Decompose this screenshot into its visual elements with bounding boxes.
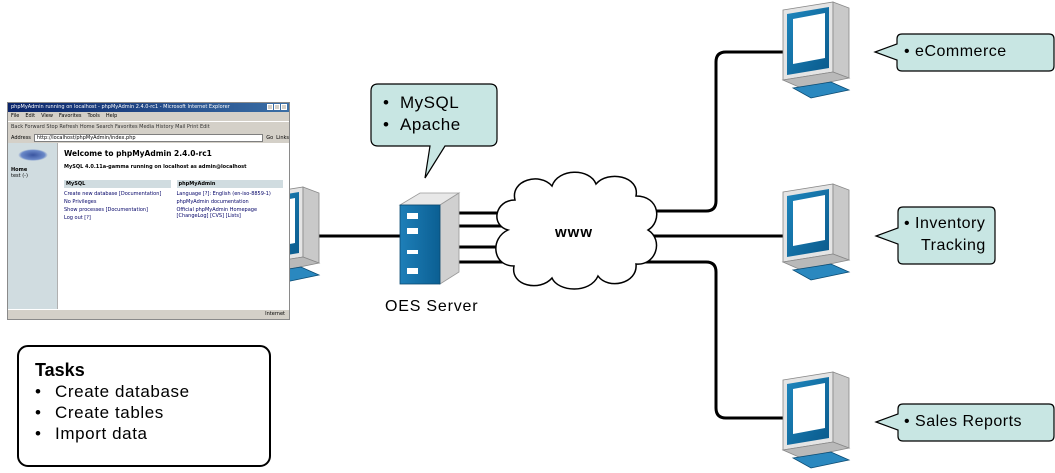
pma-heading: Welcome to phpMyAdmin 2.4.0-rc1 bbox=[64, 149, 212, 158]
menu-help: Help bbox=[105, 113, 118, 119]
server-callout-item: Apache bbox=[383, 114, 461, 136]
inventory-callout-bubble bbox=[874, 206, 996, 265]
inventory-monitor-icon bbox=[781, 183, 851, 281]
pma-item: Official phpMyAdmin Homepage [ChangeLog]… bbox=[176, 207, 258, 219]
inventory-callout-line: Tracking bbox=[921, 237, 986, 254]
phpmyadmin-browser-window: phpMyAdmin running on localhost - phpMyA… bbox=[7, 102, 290, 320]
ecommerce-callout: • eCommerce bbox=[904, 41, 1007, 63]
pma-subheading: MySQL 4.0.11a-gamma running on localhost… bbox=[64, 164, 247, 170]
pma-left-frame: Home test (-) bbox=[8, 143, 58, 310]
browser-addressbar: Address http://localhost/phpMyAdmin/inde… bbox=[8, 133, 289, 143]
ecommerce-monitor-icon bbox=[781, 1, 851, 99]
server-callout: MySQL Apache bbox=[383, 92, 461, 136]
sales-callout-bubble bbox=[874, 403, 1055, 442]
link-sales bbox=[640, 260, 784, 420]
go-button: Go bbox=[266, 135, 274, 141]
menu-edit: Edit bbox=[25, 113, 36, 119]
link-ecommerce bbox=[640, 50, 784, 213]
browser-menubar: File Edit View Favorites Tools Help bbox=[8, 112, 289, 121]
sales-callout-text: • Sales Reports bbox=[904, 413, 1023, 430]
task-item: Import data bbox=[35, 423, 269, 444]
tasks-box: Tasks Create database Create tables Impo… bbox=[17, 345, 271, 467]
mysql-item: Create new database [Documentation] bbox=[64, 191, 162, 197]
pma-column-header: phpMyAdmin bbox=[176, 180, 283, 188]
ecommerce-callout-text: • eCommerce bbox=[904, 43, 1007, 60]
inventory-callout-line: • Inventory bbox=[904, 215, 986, 232]
menu-view: View bbox=[41, 113, 53, 119]
mysql-item: No Privileges bbox=[64, 199, 97, 205]
task-item: Create database bbox=[35, 381, 269, 402]
pma-columns: MySQL Create new database [Documentation… bbox=[64, 180, 283, 223]
menu-favorites: Favorites bbox=[58, 113, 82, 119]
internet-cloud bbox=[495, 171, 658, 290]
cloud-label: www bbox=[555, 224, 594, 241]
phpmyadmin-logo bbox=[17, 149, 48, 161]
menu-file: File bbox=[11, 113, 20, 119]
pma-column: phpMyAdmin Language [?]: English (en-iso… bbox=[176, 180, 283, 223]
tasks-title: Tasks bbox=[35, 360, 85, 380]
browser-toolbar: Back Forward Stop Refresh Home Search Fa… bbox=[8, 121, 289, 133]
browser-statusbar: Internet bbox=[8, 309, 289, 319]
sidebar-test-db: test (-) bbox=[11, 173, 28, 179]
browser-titlebar: phpMyAdmin running on localhost - phpMyA… bbox=[8, 103, 289, 112]
mysql-column: MySQL Create new database [Documentation… bbox=[64, 180, 171, 223]
sales-callout: • Sales Reports bbox=[904, 411, 1022, 433]
address-field: http://localhost/phpMyAdmin/index.php bbox=[33, 134, 264, 142]
mysql-item: Log out [?] bbox=[64, 215, 91, 221]
pma-main-frame: Welcome to phpMyAdmin 2.4.0-rc1 MySQL 4.… bbox=[58, 143, 289, 310]
server-callout-item: MySQL bbox=[383, 92, 461, 114]
server-label: OES Server bbox=[385, 298, 479, 315]
pma-item: phpMyAdmin documentation bbox=[176, 199, 249, 205]
mysql-column-header: MySQL bbox=[64, 180, 171, 188]
ecommerce-callout-bubble bbox=[873, 33, 1055, 72]
address-label: Address bbox=[11, 135, 31, 141]
server-icon bbox=[398, 192, 461, 285]
sidebar-home: Home bbox=[11, 167, 28, 173]
menu-tools: Tools bbox=[87, 113, 100, 119]
browser-content: Home test (-) Welcome to phpMyAdmin 2.4.… bbox=[8, 143, 289, 310]
inventory-callout: • Inventory Tracking bbox=[904, 213, 986, 257]
browser-window-title: phpMyAdmin running on localhost - phpMyA… bbox=[11, 104, 230, 110]
sales-monitor-icon bbox=[781, 371, 851, 469]
links-label: Links bbox=[276, 135, 289, 141]
task-item: Create tables bbox=[35, 402, 269, 423]
mysql-item: Show processes [Documentation] bbox=[64, 207, 149, 213]
window-controls bbox=[267, 104, 287, 110]
pma-item: Language [?]: English (en-iso-8859-1) bbox=[176, 191, 271, 197]
